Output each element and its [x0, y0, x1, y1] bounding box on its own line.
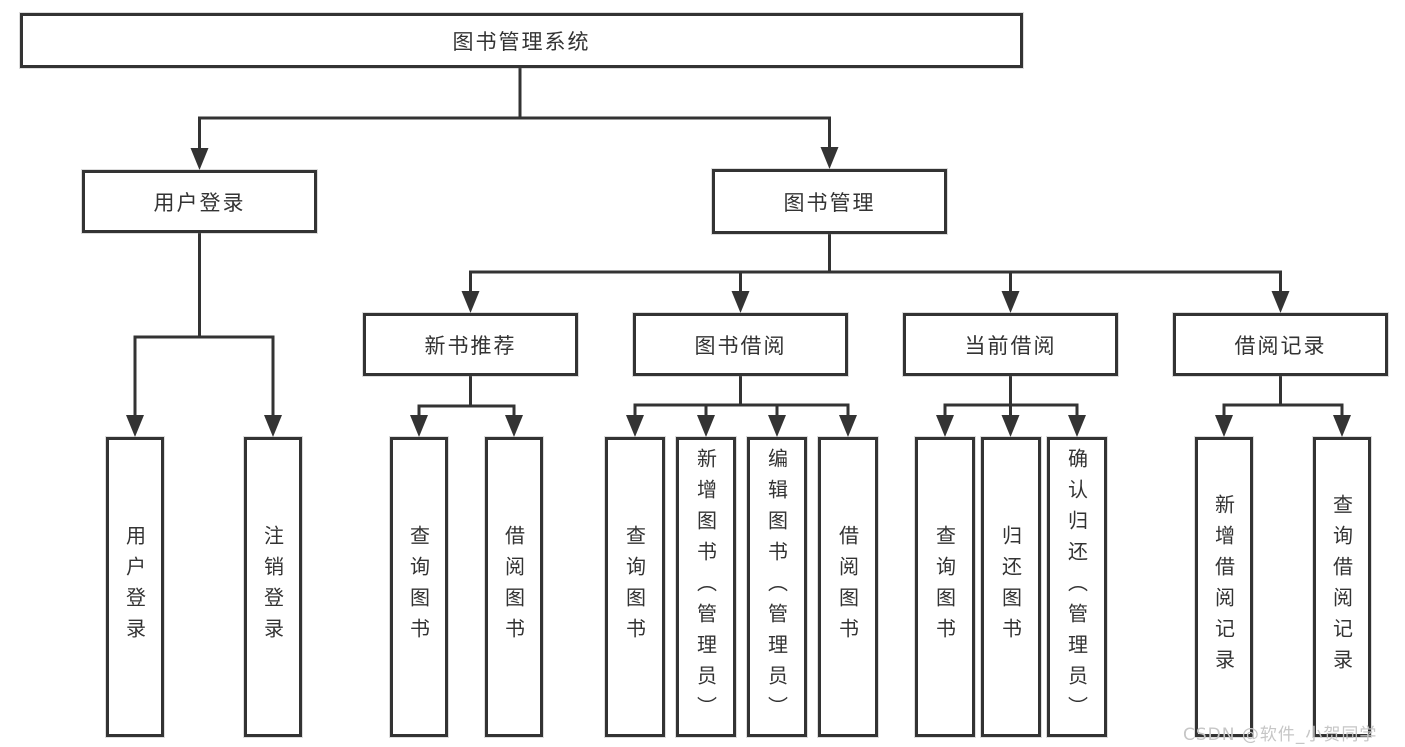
node-user-login: 用户登录 [82, 170, 317, 233]
leaf-add-book-admin-label: 新增图书（管理员） [693, 447, 718, 727]
leaf-borrow-book-2: 借阅图书 [818, 437, 878, 737]
leaf-add-book-admin: 新增图书（管理员） [676, 437, 736, 737]
leaf-logout-label: 注销登录 [260, 525, 285, 649]
leaf-logout: 注销登录 [244, 437, 302, 737]
node-current-borrow: 当前借阅 [903, 313, 1118, 376]
node-book-borrow: 图书借阅 [633, 313, 848, 376]
leaf-query-borrow-record-label: 查询借阅记录 [1329, 494, 1354, 680]
leaf-edit-book-admin: 编辑图书（管理员） [747, 437, 807, 737]
leaf-query-borrow-record: 查询借阅记录 [1313, 437, 1371, 737]
leaf-borrow-book-1-label: 借阅图书 [501, 525, 526, 649]
leaf-user-login: 用户登录 [106, 437, 164, 737]
leaf-query-book-2: 查询图书 [605, 437, 665, 737]
leaf-return-book: 归还图书 [981, 437, 1041, 737]
leaf-add-borrow-record-label: 新增借阅记录 [1211, 494, 1236, 680]
arrowheads [126, 147, 1351, 437]
node-new-book-recommend: 新书推荐 [363, 313, 578, 376]
leaf-borrow-book-1: 借阅图书 [485, 437, 543, 737]
csdn-watermark: CSDN @软件_小贺同学 [1183, 725, 1378, 745]
node-library-management-system: 图书管理系统 [20, 13, 1023, 68]
leaf-add-borrow-record: 新增借阅记录 [1195, 437, 1253, 737]
leaf-query-book-1: 查询图书 [390, 437, 448, 737]
leaf-edit-book-admin-label: 编辑图书（管理员） [764, 447, 789, 727]
node-book-management: 图书管理 [712, 169, 947, 234]
leaf-borrow-book-2-label: 借阅图书 [835, 525, 860, 649]
leaf-query-book-3-label: 查询图书 [932, 525, 957, 649]
leaf-return-book-label: 归还图书 [998, 525, 1023, 649]
leaf-query-book-2-label: 查询图书 [622, 525, 647, 649]
leaf-query-book-1-label: 查询图书 [406, 525, 431, 649]
leaf-user-login-label: 用户登录 [122, 525, 147, 649]
connector-lines [133, 68, 1344, 420]
leaf-confirm-return-admin-label: 确认归还（管理员） [1064, 447, 1089, 727]
node-borrow-records: 借阅记录 [1173, 313, 1388, 376]
leaf-query-book-3: 查询图书 [915, 437, 975, 737]
leaf-confirm-return-admin: 确认归还（管理员） [1047, 437, 1107, 737]
